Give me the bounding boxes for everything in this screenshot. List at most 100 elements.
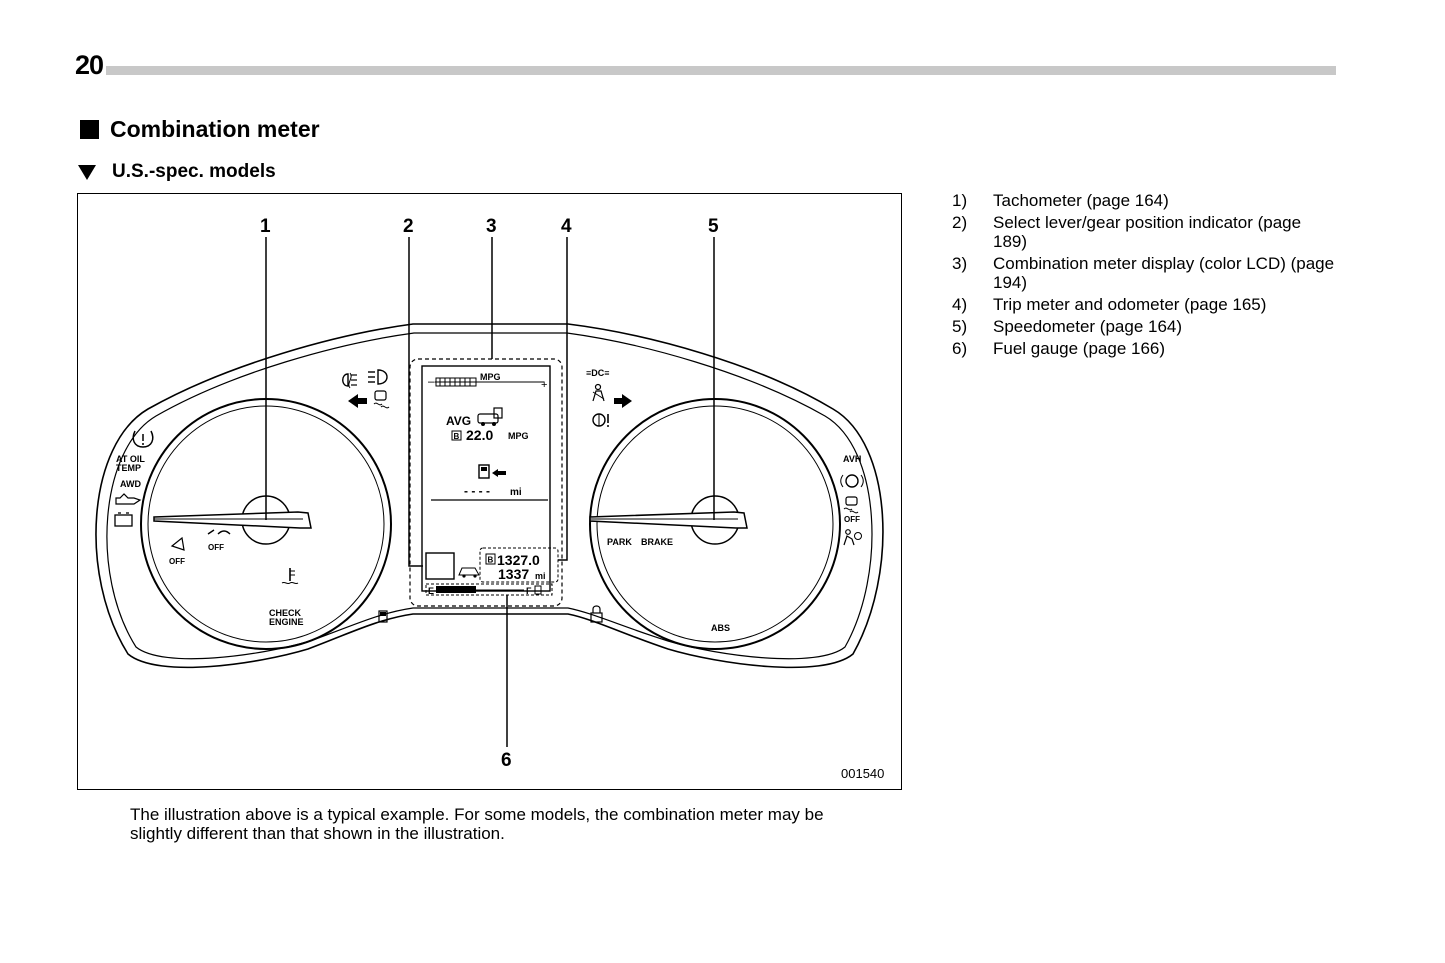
eyesight-symbol-icon: ≡DC≡: [586, 368, 610, 378]
subsection-heading: U.S.-spec. models: [78, 161, 276, 183]
legend-item: 6) Fuel gauge (page 166): [952, 339, 1337, 358]
figure-legend: 1) Tachometer (page 164) 2) Select lever…: [952, 191, 1337, 361]
tachometer-needle: [153, 511, 312, 529]
legend-number: 2): [952, 213, 968, 232]
callout-1: 1: [260, 216, 271, 237]
combination-meter-illustration: – MPG + AVG B 22.0 MPG - - - - mi: [95, 216, 884, 781]
awd-label: AWD: [120, 479, 141, 489]
figure-caption: The illustration above is a typical exam…: [130, 805, 910, 843]
legend-item: 3) Combination meter display (color LCD)…: [952, 254, 1337, 292]
oil-pressure-icon: [115, 493, 142, 505]
square-bullet-icon: [80, 120, 99, 139]
speedometer-needle: [589, 511, 748, 529]
at-oil-temp-line2: TEMP: [116, 463, 141, 473]
legend-number: 3): [952, 254, 968, 273]
callout-6: 6: [501, 750, 512, 771]
park-label: PARK: [607, 537, 632, 547]
high-beam-icon: [368, 369, 388, 385]
eyesight-off-icon: [170, 536, 185, 551]
section-title: Combination meter: [110, 116, 320, 142]
fuel-gauge: [425, 583, 553, 596]
off-label-1: OFF: [169, 557, 185, 566]
gear-position-box: [425, 552, 455, 580]
at-oil-temp-line1: AT OIL: [116, 454, 145, 464]
triangle-bullet-icon: [78, 164, 96, 180]
legend-number: 6): [952, 339, 968, 358]
legend-text: Tachometer (page 164): [993, 191, 1169, 210]
callout-4: 4: [561, 216, 572, 237]
legend-text: Speedometer (page 164): [993, 317, 1183, 336]
security-indicator-icon: [590, 605, 603, 623]
right-turn-arrow-icon: [614, 394, 632, 408]
callout-2: 2: [403, 216, 414, 237]
fuel-pump-arrow-icon: [478, 464, 506, 479]
display-dashed-outline: [409, 358, 563, 607]
callout-5: 5: [708, 216, 719, 237]
fuel-empty-label: E: [428, 586, 434, 596]
legend-item: 5) Speedometer (page 164): [952, 317, 1337, 336]
mpg-bar-minus: –: [428, 374, 435, 388]
steering-warning-icon: [592, 413, 609, 427]
tire-pressure-icon: [132, 430, 154, 448]
legend-text: Combination meter display (color LCD) (p…: [993, 254, 1335, 292]
caption-line-1: The illustration above is a typical exam…: [130, 805, 824, 824]
seatbelt-icon: [592, 383, 605, 402]
avg-trip-letter: B: [454, 432, 460, 441]
header-rule: [106, 66, 1336, 75]
vehicle-dynamics-icon: [373, 390, 390, 409]
odometer-unit: mi: [535, 571, 546, 581]
avg-unit: MPG: [508, 431, 529, 441]
legend-text: Fuel gauge (page 166): [993, 339, 1166, 358]
callout-leader-lines: [265, 237, 715, 747]
page-number: 20: [75, 50, 104, 80]
battery-icon: [114, 512, 133, 527]
trip-value: 1327.0: [497, 552, 540, 568]
avg-label: AVG: [446, 414, 471, 428]
meter-housing-inner: [106, 332, 873, 660]
trip-dashed-outline: [479, 547, 559, 583]
car-icon: [458, 567, 480, 578]
legend-number: 4): [952, 295, 968, 314]
legend-number: 5): [952, 317, 968, 336]
trip-letter: B: [488, 556, 494, 565]
legend-text: Trip meter and odometer (page 165): [993, 295, 1267, 314]
fuel-full-label: F: [526, 586, 532, 596]
legend-item: 4) Trip meter and odometer (page 165): [952, 295, 1337, 314]
avg-value: 22.0: [466, 427, 493, 443]
traction-control-off-icon: [843, 496, 859, 514]
caption-line-2: slightly different than that shown in th…: [130, 824, 505, 843]
mpg-label: MPG: [480, 372, 501, 382]
fuel-gauge-pump-icon: [534, 585, 542, 595]
combination-meter-figure: – MPG + AVG B 22.0 MPG - - - - mi: [77, 193, 902, 790]
avh-label: AVH: [843, 454, 861, 464]
off-label-2: OFF: [208, 543, 224, 552]
speedo-off-label: OFF: [844, 515, 860, 524]
brake-hold-icon: [840, 474, 864, 488]
check-engine-line2: ENGINE: [269, 617, 304, 627]
car-pump-icon: [477, 407, 503, 426]
abs-label: ABS: [711, 623, 730, 633]
speedometer: [589, 398, 841, 650]
brake-label: BRAKE: [641, 537, 673, 547]
meter-housing-outer: [95, 323, 884, 669]
figure-code: 001540: [841, 766, 884, 781]
legend-item: 2) Select lever/gear position indicator …: [952, 213, 1337, 251]
airbag-icon: [843, 529, 862, 546]
range-value: - - - -: [464, 484, 490, 498]
lcd-display: [421, 365, 551, 592]
legend-text: Select lever/gear position indicator (pa…: [993, 213, 1302, 251]
coolant-temp-icon: [281, 568, 299, 585]
lane-departure-icon: [207, 529, 231, 535]
front-fog-light-icon: [342, 372, 357, 389]
mpg-bar-plus: +: [541, 379, 547, 391]
fuel-door-icon: [378, 610, 388, 623]
section-heading: Combination meter: [80, 116, 320, 143]
odometer-value: 1337: [498, 566, 529, 582]
range-unit: mi: [510, 487, 522, 498]
mpg-bar-fill: [435, 377, 477, 387]
legend-item: 1) Tachometer (page 164): [952, 191, 1337, 210]
check-engine-line1: CHECK: [269, 608, 302, 618]
legend-number: 1): [952, 191, 968, 210]
callout-3: 3: [486, 216, 497, 237]
left-turn-arrow-icon: [348, 394, 367, 408]
